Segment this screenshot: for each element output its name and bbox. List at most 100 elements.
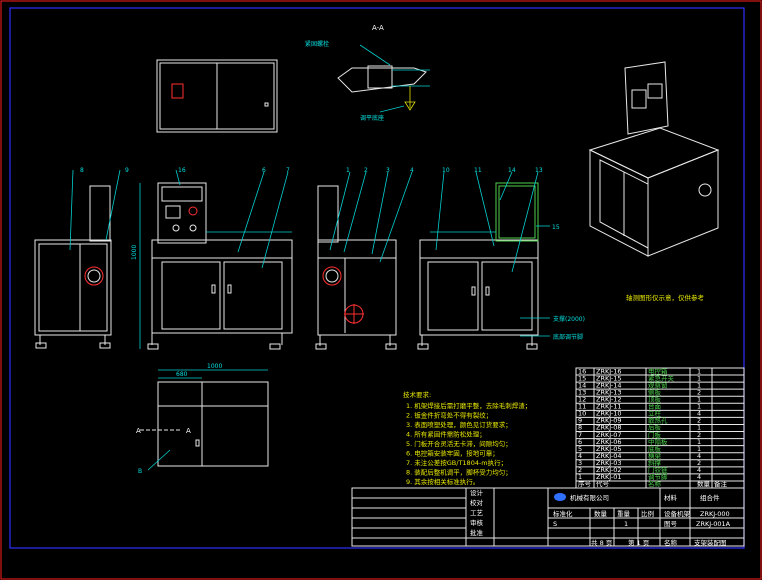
bom-cell: 2 [697, 431, 701, 439]
bom-cell: ZRKJ-08 [596, 424, 622, 432]
bom-header-cell: 备注 [714, 479, 728, 488]
bom-cell: 1 [697, 381, 701, 389]
bom-cell: 10 [578, 410, 586, 418]
callout-1: 1 [346, 167, 350, 174]
left-side-view [34, 169, 121, 349]
bom-cell: 中隔板 [648, 437, 668, 446]
note-support: 支撑(2000) [553, 315, 585, 323]
tb-design: 设计 [470, 488, 484, 497]
bom-cell: 15 [578, 374, 586, 382]
title-block: 设计 校对 工艺 审核 批准 机械有限公司 材料 组合件 标准化 数量 重量 比… [351, 487, 745, 547]
tech-line: 8. 装配后整机调平，脚杯受力均匀； [406, 468, 512, 477]
tb-scale-value: 1 [624, 520, 628, 528]
bom-cell: 8 [578, 424, 582, 432]
bom-cell: 侧板 [648, 387, 662, 396]
top-view [156, 59, 278, 133]
bom-cell: 1 [578, 473, 582, 481]
front-view: 1000 [131, 169, 293, 350]
section-title: A-A [372, 24, 384, 32]
bom-cell: ZRKJ-05 [596, 445, 622, 453]
bom-cell: ZRKJ-03 [596, 459, 622, 467]
tb-model: 设备机架 [664, 509, 691, 518]
bom-cell: 5 [578, 445, 582, 453]
bom-cell: 11 [578, 403, 586, 411]
bom-cell: 4 [578, 452, 582, 460]
bom-header-cell: 数量 [697, 479, 711, 488]
tech-line: 6. 电控箱安装牢固，接地可靠； [406, 449, 499, 458]
dim-plan-width: 1000 [207, 363, 222, 370]
bom-cell: 7 [578, 431, 582, 439]
bom-cell: 4 [697, 452, 701, 460]
tech-title: 技术要求: [403, 390, 431, 399]
bom-cell: 顶板 [648, 394, 662, 403]
bom-cell: 13 [578, 388, 586, 396]
bom-cell: 3 [578, 459, 582, 467]
tb-material-label: 材料 [664, 493, 678, 502]
note-top-1: 紧固螺栓 [305, 40, 329, 48]
tb-qty: 数量 [594, 509, 608, 518]
bom-cell: ZRKJ-06 [596, 438, 622, 446]
bom-cell: ZRKJ-10 [596, 410, 622, 418]
bom-cell: ZRKJ-02 [596, 466, 622, 474]
bom-cell: ZRKJ-13 [596, 388, 622, 396]
tb-audit: 审核 [470, 518, 484, 527]
callout-11: 11 [474, 167, 482, 174]
bom-cell: 4 [697, 410, 701, 418]
bom-cell: 9 [578, 417, 582, 425]
tech-line: 4. 所有紧固件需防松处理； [406, 430, 486, 439]
section-mark-a-left: A [136, 427, 141, 435]
bom-cell: 2 [697, 388, 701, 396]
bom-cell: 后板 [648, 423, 662, 432]
callout-4: 4 [410, 167, 414, 174]
section-mark-a-right: A [186, 427, 191, 435]
callout-9: 9 [125, 167, 129, 174]
tb-drawing-no: ZRKJ-000 [700, 510, 730, 518]
tech-line: 1. 机架焊接后需打磨平整，去除毛刺焊渣； [406, 401, 531, 410]
tb-part-no-label: 图号 [664, 520, 678, 528]
note-top-2: 调平底座 [360, 114, 384, 122]
tb-sheet-total: 共 8 页 [591, 538, 613, 547]
bom-cell: 斜撑 [648, 458, 662, 467]
bom-cell: 门铰链 [648, 465, 668, 474]
bom-cell: 调节脚 [648, 472, 668, 481]
bom-cell: 1 [697, 367, 701, 375]
company-logo-icon [554, 493, 566, 501]
bom-cell: ZRKJ-11 [596, 403, 622, 411]
bom-header-cell: 代号 [596, 479, 610, 488]
tech-line: 3. 表面喷塑处理，颜色见订货要求； [406, 420, 512, 429]
tb-std-mark: 标准化 [553, 509, 573, 518]
bom-cell: ZRKJ-16 [596, 367, 622, 375]
tech-requirements: 技术要求: 1. 机架焊接后需打磨平整，去除毛刺焊渣；2. 钣金件折弯处不得有裂… [403, 390, 531, 486]
callout-8: 8 [80, 167, 84, 174]
tb-company: 机械有限公司 [570, 493, 609, 502]
dim-plan-inner: 680 [176, 371, 188, 378]
note-feet: 底部调节脚 [553, 333, 583, 341]
bom-cell: 4 [697, 466, 701, 474]
tech-line: 9. 其余按相关标准执行。 [406, 477, 479, 486]
side-view-2 [315, 171, 413, 350]
bom-cell: ZRKJ-09 [596, 417, 622, 425]
tb-name-value: 支架装配图 [694, 538, 727, 547]
callout-15: 15 [552, 224, 560, 231]
right-front-view [417, 171, 550, 350]
callout-16: 16 [178, 167, 186, 174]
bom-cell: 横梁 [648, 451, 662, 460]
tb-approve: 批准 [470, 528, 484, 537]
tb-part-no: ZRKJ-001A [696, 520, 731, 528]
bom-cell: 12 [578, 395, 586, 403]
callout-2: 2 [364, 167, 368, 174]
tb-weight: 重量 [617, 510, 631, 518]
bom-cell: 1 [697, 445, 701, 453]
drawing-frame [9, 7, 745, 549]
bom-cell: 14 [578, 381, 586, 389]
bom-cell: 2 [697, 459, 701, 467]
bom-cell: 1 [697, 438, 701, 446]
bom-cell: 1 [697, 424, 701, 432]
bom-cell: 电控箱 [648, 366, 668, 375]
bom-cell: ZRKJ-07 [596, 431, 622, 439]
bom-header-cell: 名称 [648, 479, 662, 488]
dim-height: 1000 [131, 245, 138, 260]
bom-cell: 紧急开关 [648, 373, 675, 382]
